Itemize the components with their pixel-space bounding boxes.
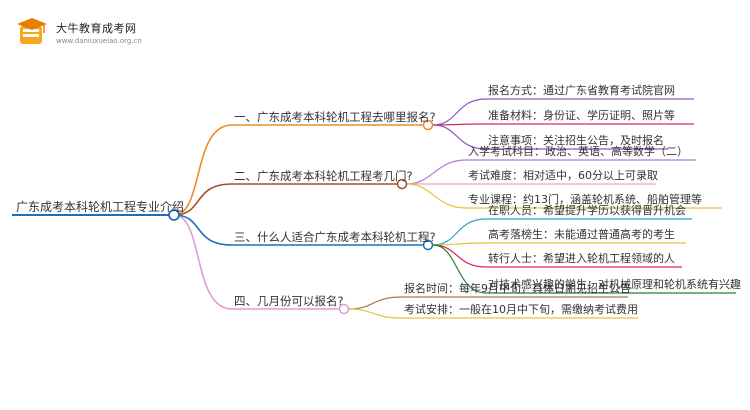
subtopic-label: 对技术感兴趣的学生：对机械原理和轮机系统有兴趣 [488,278,741,291]
branch-topic: 四、几月份可以报名? [234,294,344,308]
branch-topic: 三、什么人适合广东成考本科轮机工程? [234,230,436,244]
branch-connector [173,214,233,310]
subtopic-connector [348,308,403,319]
subtopic-label: 考试难度：相对适中，60分以上可录取 [468,169,658,182]
subtopic-label: 报名方式：通过广东省教育考试院官网 [488,84,675,97]
brand-logo: 大牛教育成考网 www.daniuxueiao.org.cn [14,14,354,54]
subtopic-label: 专业课程：约13门，涵盖轮机系统、船舶管理等 [468,193,702,206]
subtopic-label: 报名时间：每年9月中旬，具体日期见招生公告 [404,282,631,295]
root-node [168,209,180,221]
branch-node [422,119,434,131]
subtopic-connector [432,98,487,126]
branch-topic: 二、广东成考本科轮机工程考几门? [234,169,413,183]
subtopic-connector [432,124,487,150]
subtopic-connector [432,244,487,294]
brand-url: www.daniuxueiao.org.cn [56,37,142,45]
subtopic-label: 转行人士：希望进入轮机工程领域的人 [488,252,675,265]
subtopic-connector [406,159,467,185]
branch-connector [173,214,233,246]
subtopic-label: 考试安排：一般在10月中下旬，需缴纳考试费用 [404,303,638,316]
branch-connector [173,124,233,216]
graduation-cap-icon [17,18,47,44]
subtopic-connector [432,244,487,268]
branch-topic: 一、广东成考本科轮机工程去哪里报名? [234,110,436,124]
subtopic-label: 入学考试科目：政治、英语、高等数学（二） [468,145,688,158]
branch-node [422,239,434,251]
brand-name: 大牛教育成考网 [56,22,137,35]
subtopic-connector [432,218,487,246]
subtopic-connector [406,183,467,209]
subtopic-label: 高考落榜生：未能通过普通高考的考生 [488,228,675,241]
subtopic-connector [348,296,403,310]
root-topic: 广东成考本科轮机工程专业介绍 [16,200,185,214]
subtopic-label: 注意事项：关注招生公告，及时报名 [488,134,664,147]
subtopic-label: 在职人员：希望提升学历以获得晋升机会 [488,204,686,217]
branch-node [338,303,350,315]
branch-node [396,178,408,190]
subtopic-label: 准备材料：身份证、学历证明、照片等 [488,109,675,122]
branch-connector [173,183,233,216]
